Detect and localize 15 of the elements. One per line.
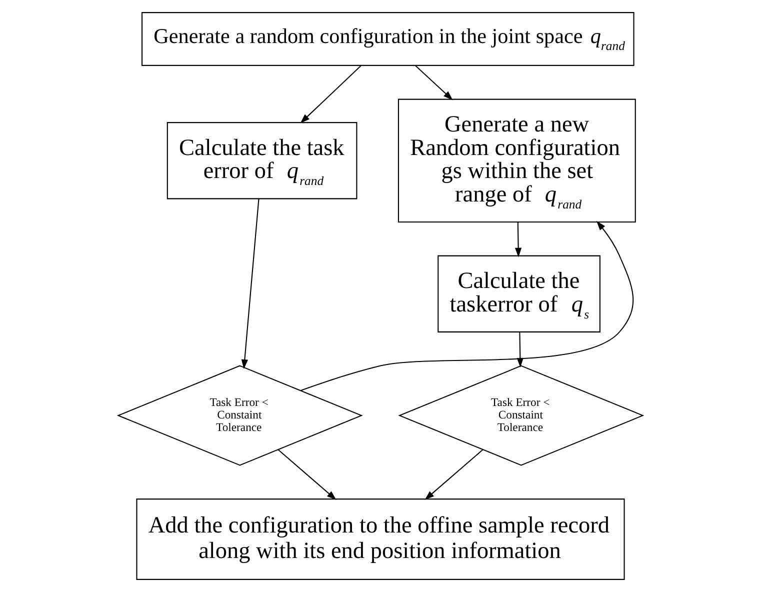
arrow (300, 65, 362, 124)
arrow (300, 220, 634, 392)
node-box: Generate a random configuration in the joint space q$_{rand}$ (142, 12, 634, 66)
node-box: Generate a new Random configuration gs within the set range of q$_{rand}$ (398, 98, 636, 222)
arrow (241, 198, 260, 370)
node-diamond: Task Error < Constaint Tolerance (398, 365, 644, 466)
arrow (514, 222, 522, 258)
arrow (415, 65, 453, 100)
arrow (516, 332, 524, 368)
node-diamond: Task Error < Constaint Tolerance (116, 365, 363, 466)
arrow (278, 449, 336, 500)
node-box: Calculate the taskerror of q$_{s}$ (438, 255, 600, 332)
node-box: Calculate the task error of q$_{rand}$ (166, 122, 358, 200)
arrow (424, 449, 484, 500)
node-box: Add the configuration to the offine sample record along with its end position information (136, 498, 625, 580)
